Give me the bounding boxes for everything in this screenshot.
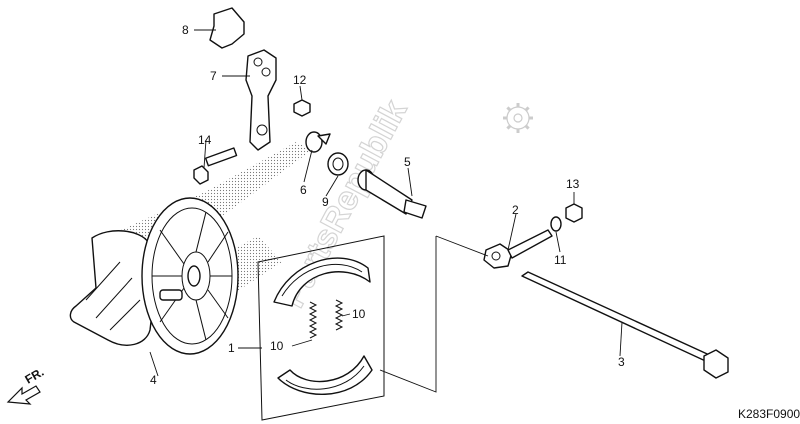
callout-13: 13 <box>566 177 580 191</box>
washer-11 <box>550 216 562 232</box>
callout-4: 4 <box>150 373 157 387</box>
dust-seal <box>327 152 349 176</box>
gear-watermark-icon <box>503 103 533 133</box>
brake-panel <box>69 197 239 355</box>
brake-shoe-lower <box>277 355 373 395</box>
bolt-14 <box>193 147 238 185</box>
callout-8-label: 8 <box>182 23 189 37</box>
callout-10-left: 10 <box>270 339 284 353</box>
callout-1: 1 <box>228 341 235 355</box>
callout-12: 12 <box>293 73 307 87</box>
callout-14: 14 <box>198 133 212 147</box>
callout-9: 9 <box>322 195 329 209</box>
callout-5: 5 <box>404 155 411 169</box>
brake-shoe-set-box <box>257 235 385 421</box>
nut-12 <box>293 99 311 117</box>
callout-3: 3 <box>618 355 625 369</box>
leader-lines <box>149 29 623 393</box>
callout-6: 6 <box>300 183 307 197</box>
lever-cover <box>209 7 245 49</box>
brake-arm <box>245 49 277 151</box>
brake-cam <box>357 169 427 219</box>
front-arrow-label: FR. <box>23 365 47 387</box>
brake-rod <box>521 271 729 379</box>
front-direction-arrow: FR. <box>6 365 47 405</box>
callout-7-label: 7 <box>210 69 217 83</box>
wear-indicator-plate <box>305 131 331 153</box>
callout-10-right: 10 <box>352 307 366 321</box>
rod-end <box>483 229 553 269</box>
brake-shoe-upper <box>273 257 371 307</box>
callout-2: 2 <box>512 203 519 217</box>
nut-13 <box>565 203 583 223</box>
callout-11: 11 <box>554 253 567 267</box>
diagram-code: K283F0900 <box>738 407 800 421</box>
shoe-springs <box>308 299 344 339</box>
